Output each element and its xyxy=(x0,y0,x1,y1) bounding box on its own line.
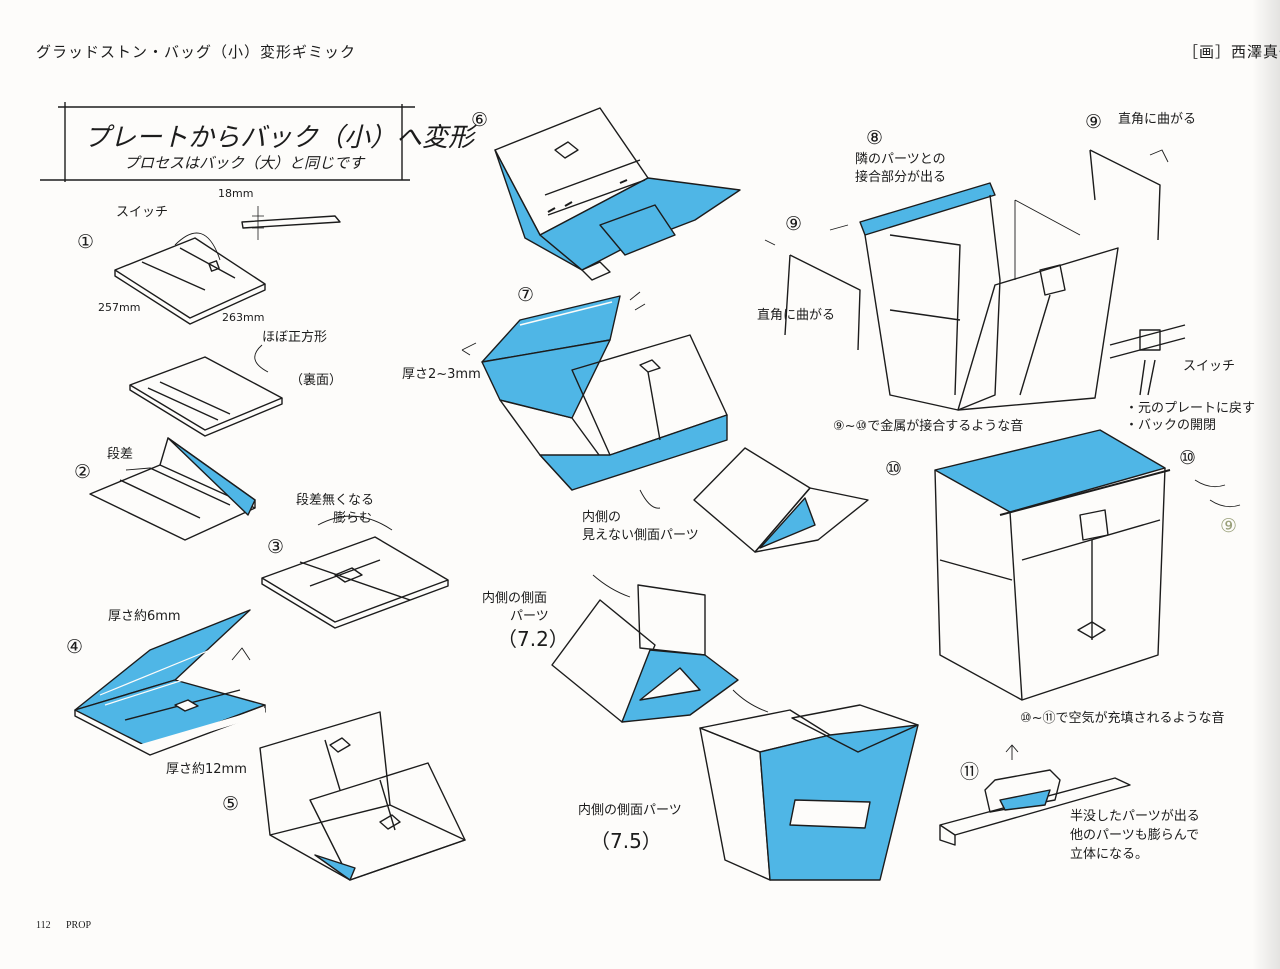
label-inner-side-b: 内側の側面パーツ xyxy=(578,803,682,818)
thickness-profile-bar xyxy=(241,206,341,240)
label-step-diff: 段差 xyxy=(107,447,134,462)
step-2: ② xyxy=(74,461,92,483)
inner-hidden-part xyxy=(639,447,869,553)
bag-step8 xyxy=(859,182,1119,411)
label-257mm: 257mm xyxy=(98,301,141,314)
step-1: ① xyxy=(77,231,95,253)
label-thick-2-3: 厚さ2~3mm xyxy=(402,367,481,382)
label-bend-right: 直角に曲がる xyxy=(1118,112,1197,127)
page-gutter-shadow xyxy=(1252,0,1280,969)
label-half-2: 他のパーツも膨らんで xyxy=(1070,828,1200,843)
label-switch-right: スイッチ xyxy=(1183,359,1236,374)
label-thick-12: 厚さ約12mm xyxy=(166,762,247,777)
section-name: PROP xyxy=(66,920,92,931)
bag-step10 xyxy=(934,429,1171,701)
label-half-1: 半没したパーツが出る xyxy=(1070,809,1200,824)
label-75: （7.5） xyxy=(590,829,662,853)
label-inner-side-1: 内側の側面 xyxy=(482,591,548,606)
label-adjacent-2: 接合部分が出る xyxy=(855,170,947,185)
label-switch: スイッチ xyxy=(116,205,169,220)
step-11: ⑪ xyxy=(960,761,980,783)
label-no-step-1: 段差無くなる xyxy=(296,493,375,508)
label-inner-1: 内側の xyxy=(582,510,622,525)
label-inner-side-2: パーツ xyxy=(510,609,549,624)
label-263mm: 263mm xyxy=(222,311,265,324)
step-4: ④ xyxy=(66,636,84,658)
bag-step7 xyxy=(461,291,728,491)
plate-step5 xyxy=(259,711,466,881)
label-bag-open: ・バックの開閉 xyxy=(1125,418,1217,433)
inner-side-72 xyxy=(551,574,739,723)
step-10: ⑩ xyxy=(885,458,903,480)
bag-step11 xyxy=(939,744,1131,846)
handnote-line1: プレートからバック（小）へ変形 xyxy=(84,123,475,153)
label-back: （裏面） xyxy=(290,373,343,388)
bracket-left xyxy=(764,224,861,351)
bracket-right xyxy=(1089,149,1169,241)
page-number: 112 xyxy=(36,920,51,931)
plate-step2 xyxy=(89,437,256,541)
label-return-plate: ・元のプレートに戻す xyxy=(1125,401,1256,416)
step-6: ⑥ xyxy=(471,109,489,131)
switch-detail xyxy=(1109,324,1186,396)
label-adjacent-1: 隣のパーツとの xyxy=(855,152,946,167)
plate-step3 xyxy=(261,515,449,629)
label-air-sound: ⑩~⑪で空気が充填されるような音 xyxy=(1020,711,1225,726)
label-metal-sound: ⑨~⑩で金属が接合するような音 xyxy=(833,419,1024,434)
step-5: ⑤ xyxy=(222,793,240,815)
label-bend-left: 直角に曲がる xyxy=(757,308,836,323)
label-inner-2: 見えない側面パーツ xyxy=(582,528,699,543)
credit: ［画］西澤真也 xyxy=(1183,43,1280,61)
label-72: （7.2） xyxy=(497,627,569,651)
step-10-side: ⑩ xyxy=(1179,447,1197,469)
label-square: ほぼ正方形 xyxy=(262,330,328,345)
handnote-line2: プロセスはバック（大）と同じです xyxy=(124,154,365,172)
label-thick-6: 厚さ約6mm xyxy=(108,609,181,624)
handnote-frame xyxy=(40,102,415,182)
step-9-left: ⑨ xyxy=(785,213,803,235)
plate-back xyxy=(129,344,283,437)
step-7: ⑦ xyxy=(517,284,535,306)
page-title: グラッドストン・バッグ（小）変形ギミック xyxy=(36,43,357,61)
inner-side-75 xyxy=(699,689,919,881)
label-no-step-2: 膨らむ xyxy=(333,511,373,526)
misc-arrows xyxy=(1194,479,1241,508)
step-3: ③ xyxy=(267,536,285,558)
step-8: ⑧ xyxy=(866,127,884,149)
step-9-right: ⑨ xyxy=(1085,111,1103,133)
step-9-side: ⑨ xyxy=(1220,515,1238,537)
label-half-3: 立体になる。 xyxy=(1070,847,1149,862)
label-18mm: 18mm xyxy=(218,187,254,200)
bag-step6 xyxy=(494,107,741,281)
plate-step1 xyxy=(114,232,266,325)
plate-step4 xyxy=(74,609,266,756)
